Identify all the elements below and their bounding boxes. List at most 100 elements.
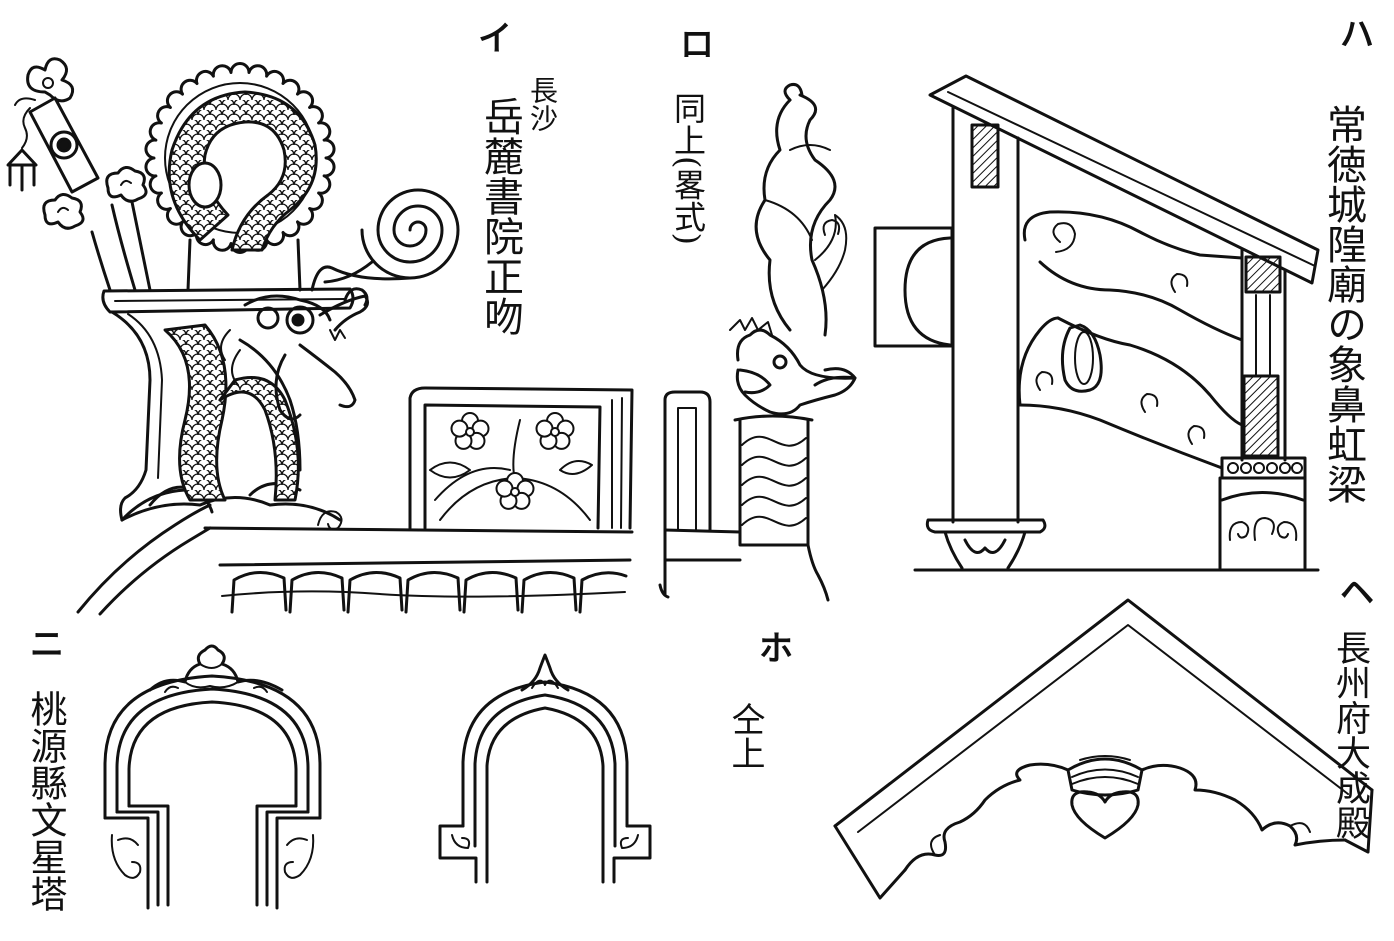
caption-i-location: 長沙 — [526, 76, 559, 132]
tablet-roundel-center — [56, 137, 72, 153]
flame-tail-top-curl — [783, 83, 804, 102]
dragon-mane — [220, 329, 241, 386]
flame-tail-left-edge — [754, 98, 792, 332]
cloud-scroll — [42, 193, 85, 230]
tie-beam-end-block — [873, 226, 954, 348]
tie-beam-cylinder — [903, 236, 952, 347]
flower-motif — [495, 472, 535, 510]
arch-right-curl — [619, 834, 639, 849]
panel-i-ridge-ornament — [6, 57, 634, 616]
ridge-end-block-inner — [677, 407, 697, 531]
twisted-column-spiral — [741, 435, 807, 527]
arch-right-bracket — [612, 824, 652, 884]
gable-ornament-bands — [1066, 757, 1144, 797]
base-rim-inner-line — [114, 298, 346, 302]
dragon-body-line — [238, 338, 302, 472]
fish-dragon-crest — [729, 317, 773, 336]
gable-outer-edge — [833, 598, 1374, 828]
right-post-inner-lines — [1255, 294, 1271, 376]
dragon-eye — [285, 305, 315, 335]
tablet-roundel — [49, 130, 79, 160]
arch-middle — [473, 693, 617, 828]
ridge-top-line — [203, 526, 634, 534]
ridge-lines — [658, 528, 830, 602]
roof-slope-line — [98, 526, 212, 616]
base-rim — [101, 287, 355, 314]
flower-panel-frame — [408, 386, 634, 530]
spiral-tendril-tail — [310, 260, 412, 292]
right-post-hatched-block — [1244, 255, 1282, 294]
caption-ni: 桃源縣文星塔 — [24, 690, 67, 912]
rafter-middle-line — [947, 91, 1316, 267]
disc-oval-opening — [187, 161, 223, 209]
gable-right-end — [1343, 788, 1374, 854]
cloud-curls — [57, 179, 132, 213]
wave-curl — [317, 510, 343, 531]
trunk-beam-upper-edge — [1022, 210, 1244, 260]
base-body-outline — [110, 310, 152, 522]
panel-ho-arch — [438, 653, 652, 884]
flower-motif — [535, 412, 575, 450]
gable-left-end — [833, 824, 907, 900]
hanging-cord — [14, 97, 36, 149]
tile-row-line — [221, 590, 626, 598]
panel-ni-arch — [103, 644, 322, 910]
arch-inner — [485, 706, 605, 884]
panel-ro-simplified-ornament — [658, 83, 857, 602]
disc-scalloped-rim — [144, 62, 336, 254]
arch-outer — [103, 674, 322, 820]
disc-stem — [186, 238, 302, 292]
flower-motif — [450, 412, 490, 450]
tilted-tablet — [28, 96, 100, 194]
trunk-beam-body-upper — [1056, 316, 1244, 427]
arch-right-curl — [283, 834, 315, 879]
roof-slope-line — [76, 503, 212, 614]
spiral-tendril — [360, 188, 460, 280]
panel-label-ha: ハ — [1340, 15, 1374, 55]
arch-left-jamb-steps — [103, 804, 170, 910]
gable-curls — [930, 822, 1311, 856]
roof-tiles — [230, 571, 628, 614]
trunk-beam-body-left — [1017, 316, 1060, 407]
base-waves — [120, 482, 342, 522]
caption-ro: 同上(畧式) — [669, 92, 707, 245]
caption-he: 長州府大成殿 — [1330, 630, 1370, 840]
dragon-snout-curl — [343, 287, 369, 307]
flame-tail-right-edge — [798, 93, 837, 337]
panel-label-i: イ — [478, 19, 512, 59]
sloped-rafter — [928, 74, 1320, 285]
arch-middle — [115, 687, 310, 814]
panel-label-ro: ロ — [680, 25, 714, 65]
left-post-hatched-block — [970, 123, 1000, 189]
trunk-beam-scroll-edge — [1038, 260, 1244, 342]
arch-crest-curls — [164, 663, 268, 693]
ridge-bottom-line — [218, 558, 632, 567]
base-body-inner-line — [127, 313, 163, 479]
arch-left-curl — [110, 834, 142, 879]
caption-ho: 仝上 — [725, 702, 765, 770]
arch-right-jamb-steps — [255, 804, 322, 910]
post-capital-bracket — [943, 530, 1027, 570]
dragon-body-scales — [163, 323, 228, 502]
flower-stems-leaves — [429, 419, 593, 521]
trunk-beam-cylinder-end — [1074, 331, 1094, 385]
caption-ha: 常徳城隍廟の象鼻虹梁 — [1320, 104, 1366, 504]
flower-panel-bars — [611, 397, 623, 529]
right-base-cloud-scrolls — [1228, 517, 1298, 541]
arch-inner — [127, 700, 298, 808]
dragon-teeth — [329, 329, 346, 341]
gable-border-line — [857, 624, 1349, 833]
trefoil-knot — [26, 57, 75, 103]
caption-i: 岳麓書院正吻 — [477, 96, 523, 336]
panel-label-ni: ニ — [30, 625, 64, 665]
post-capital — [925, 518, 1047, 534]
right-base-block — [1218, 476, 1307, 570]
panel-label-he: ヘ — [1340, 573, 1374, 613]
arch-top-bud-curls — [531, 679, 559, 689]
panel-ha-elephant-trunk-beam — [873, 74, 1320, 572]
right-base-beads — [1227, 462, 1303, 474]
arch-left-bracket — [438, 824, 478, 884]
trunk-beam-curls — [1035, 222, 1206, 445]
ridge-end-block — [663, 390, 712, 597]
